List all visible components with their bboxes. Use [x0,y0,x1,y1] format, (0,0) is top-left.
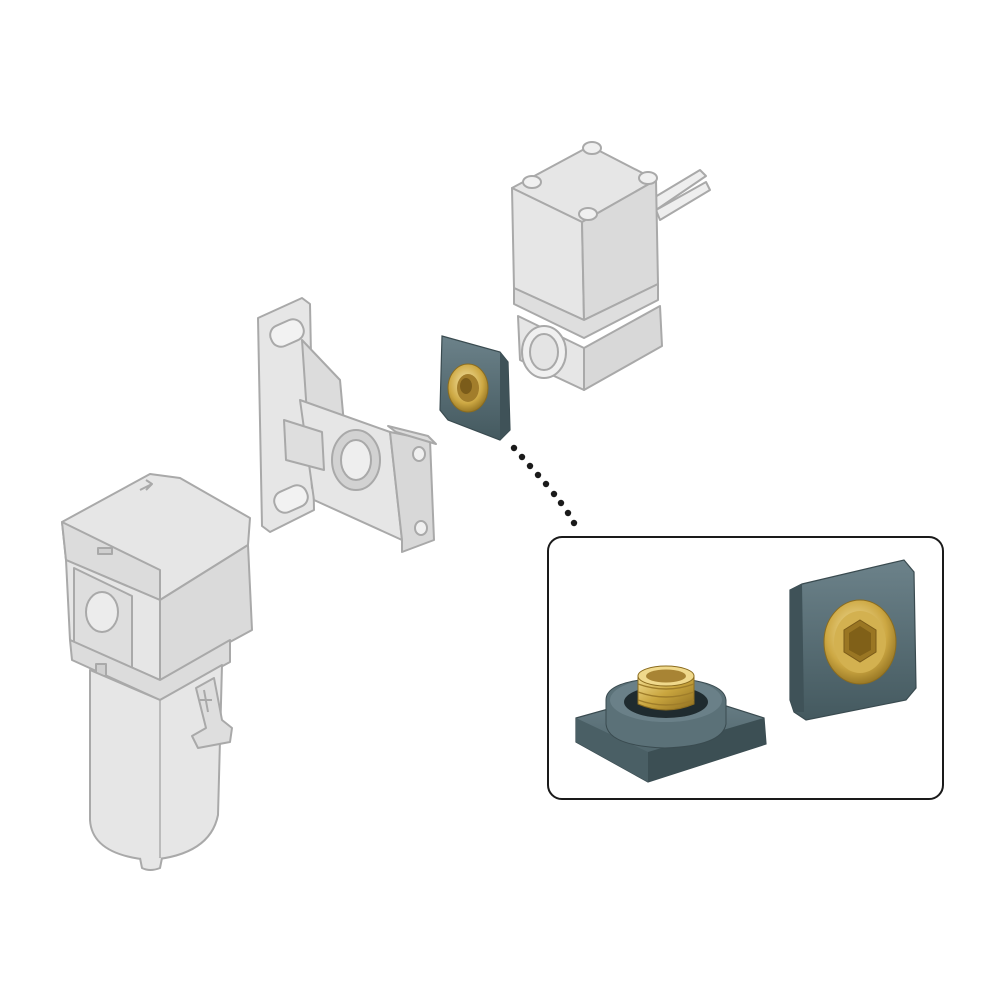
filter-regulator-ghost-icon [61,473,253,871]
solenoid-valve-ghost-icon [511,141,711,391]
adapter-plate-icon [439,335,511,441]
callout-leader-dots [510,444,578,527]
hex-socket-adapter-icon [789,559,917,721]
threaded-adapter-icon [575,665,767,783]
bracket-ghost-icon [257,297,437,553]
